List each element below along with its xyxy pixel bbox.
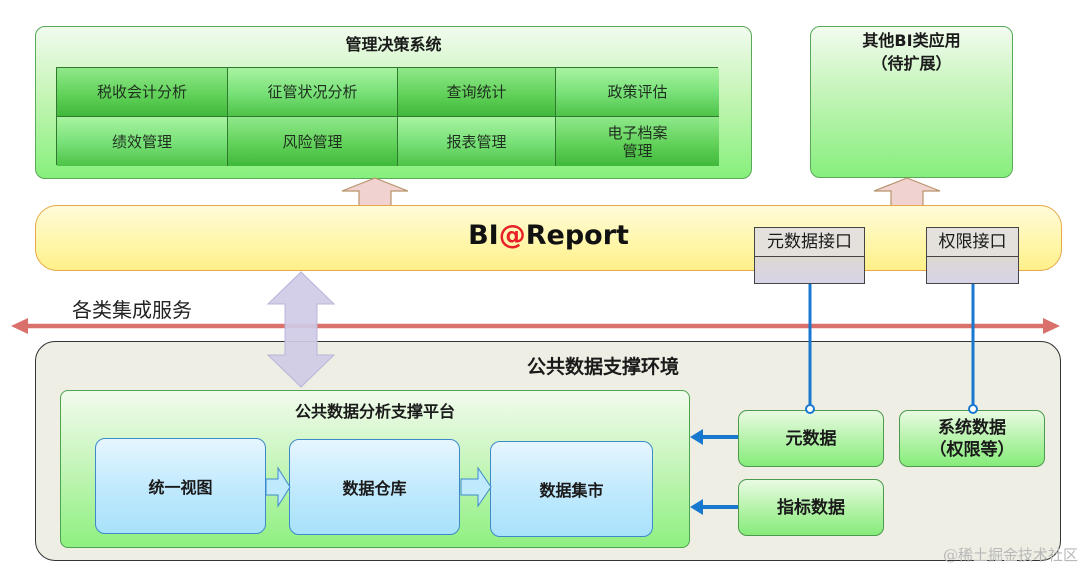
data-mart-box[interactable]: 数据集市 bbox=[490, 441, 653, 537]
metadata-interface-label: 元数据接口 bbox=[755, 228, 864, 257]
module-tax-accounting-analysis[interactable]: 税收会计分析 bbox=[57, 68, 228, 117]
bi-report-title: BI@Report bbox=[36, 220, 1061, 251]
metadata-interface-connector-icon bbox=[805, 284, 815, 414]
bidirectional-data-arrow-icon bbox=[266, 271, 336, 388]
data-warehouse-box[interactable]: 数据仓库 bbox=[289, 439, 460, 535]
permission-interface-connector-icon bbox=[968, 284, 978, 414]
other-bi-title-line1: 其他BI类应用 bbox=[862, 31, 961, 50]
flow-arrow-warehouse-to-mart-icon bbox=[460, 466, 492, 508]
module-report-management[interactable]: 报表管理 bbox=[398, 117, 556, 166]
public-data-env-title: 公共数据支撑环境 bbox=[526, 356, 679, 378]
module-policy-evaluation[interactable]: 政策评估 bbox=[556, 68, 719, 117]
permission-interface[interactable]: 权限接口 bbox=[926, 227, 1019, 284]
metadata-box[interactable]: 元数据 bbox=[738, 410, 884, 467]
module-e-archive-management[interactable]: 电子档案 管理 bbox=[556, 117, 719, 166]
system-data-line1: 系统数据 bbox=[938, 417, 1006, 438]
module-e-archive-line2: 管理 bbox=[622, 141, 653, 160]
other-bi-applications: 其他BI类应用 （待扩展） bbox=[810, 26, 1013, 178]
indicator-data-box[interactable]: 指标数据 bbox=[738, 479, 884, 536]
module-grid: 税收会计分析 征管状况分析 查询统计 政策评估 绩效管理 风险管理 报表管理 电… bbox=[56, 67, 719, 166]
up-arrow-to-other-bi-icon bbox=[873, 177, 941, 207]
management-system-title: 管理决策系统 bbox=[345, 35, 442, 54]
flow-arrow-view-to-warehouse-icon bbox=[265, 466, 291, 508]
bi-report-platform: BI@Report bbox=[35, 205, 1062, 271]
module-performance-management[interactable]: 绩效管理 bbox=[57, 117, 228, 166]
permission-interface-body bbox=[927, 257, 1018, 283]
module-risk-management[interactable]: 风险管理 bbox=[228, 117, 398, 166]
bi-title-at: @ bbox=[498, 220, 526, 251]
unified-view-box[interactable]: 统一视图 bbox=[95, 438, 266, 534]
other-bi-title: 其他BI类应用 （待扩展） bbox=[811, 29, 1012, 75]
metadata-to-platform-arrow-icon bbox=[690, 429, 738, 445]
module-collection-status-analysis[interactable]: 征管状况分析 bbox=[228, 68, 398, 117]
bi-title-suffix: Report bbox=[525, 220, 629, 251]
platform-title: 公共数据分析支撑平台 bbox=[294, 402, 455, 421]
metadata-interface[interactable]: 元数据接口 bbox=[754, 227, 865, 284]
system-data-box[interactable]: 系统数据 （权限等） bbox=[899, 410, 1045, 467]
permission-interface-label: 权限接口 bbox=[927, 228, 1018, 257]
bi-title-prefix: BI bbox=[468, 220, 499, 251]
up-arrow-to-management-icon bbox=[341, 177, 409, 207]
indicator-to-platform-arrow-icon bbox=[690, 499, 738, 515]
system-data-line2: （权限等） bbox=[929, 439, 1015, 460]
other-bi-title-line2: （待扩展） bbox=[871, 54, 952, 73]
metadata-interface-body bbox=[755, 257, 864, 283]
module-e-archive-line1: 电子档案 bbox=[607, 123, 668, 142]
module-query-statistics[interactable]: 查询统计 bbox=[398, 68, 556, 117]
integration-services-label: 各类集成服务 bbox=[72, 298, 192, 322]
watermark: @稀土掘金技术社区 bbox=[942, 546, 1078, 564]
management-decision-system: 管理决策系统 税收会计分析 征管状况分析 查询统计 政策评估 绩效管理 风险管理… bbox=[35, 26, 752, 179]
integration-services-arrow-icon bbox=[11, 318, 1060, 334]
